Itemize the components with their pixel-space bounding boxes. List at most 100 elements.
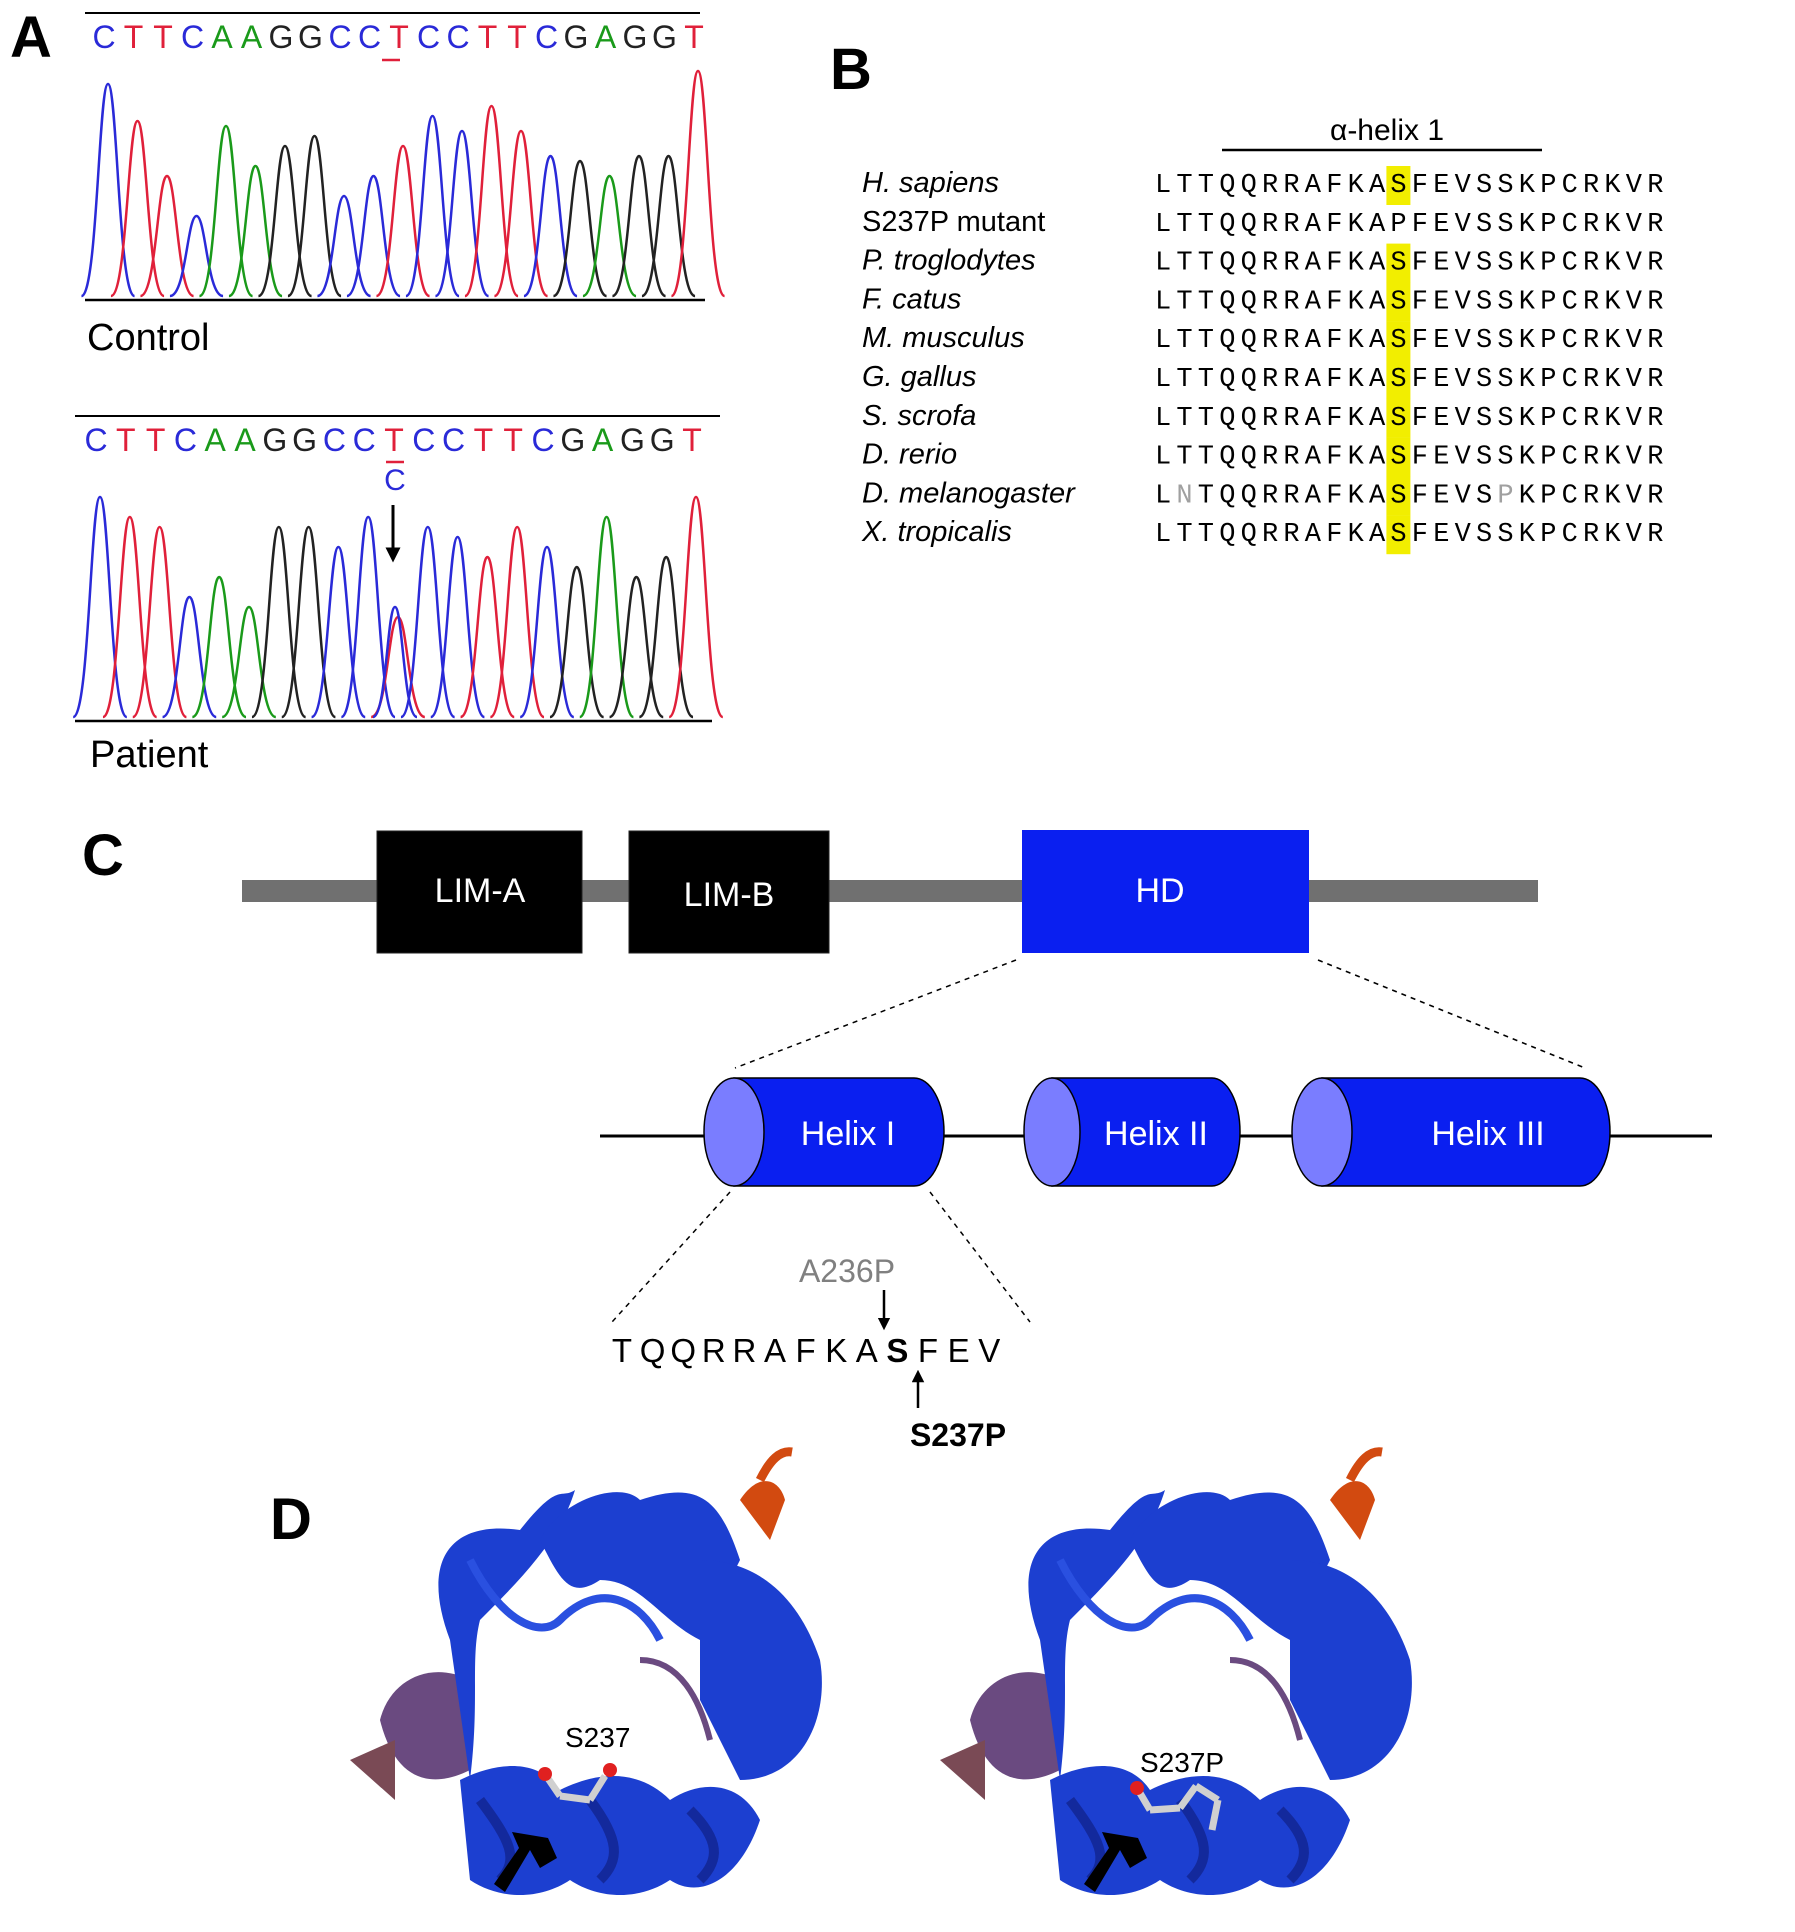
patient-peak-19 <box>638 555 694 719</box>
patient-base-13: T <box>474 422 494 458</box>
control-base-4: A <box>211 19 233 55</box>
control-base-0: C <box>92 19 115 55</box>
patient-base-4: A <box>205 422 227 458</box>
patient-trace <box>71 495 725 719</box>
lim-b-label: LIM-B <box>684 876 775 914</box>
patient-variant-call: C <box>384 464 406 497</box>
helix-1-residue-5: A <box>764 1332 786 1369</box>
wildtype-arrow-icon <box>494 1832 557 1892</box>
lim-a-domain <box>376 830 583 954</box>
control-base-20: T <box>684 19 704 55</box>
species-label-3: F. catus <box>862 283 961 315</box>
conserved-serine-highlight <box>1386 282 1411 322</box>
helix-1-residue-2: Q <box>670 1332 696 1369</box>
patient-label: Patient <box>90 734 209 776</box>
zoom-line-right <box>1317 959 1586 1069</box>
patient-base-14: T <box>503 422 523 458</box>
helix-1-residue-0: T <box>612 1332 632 1369</box>
patient-base-9: C <box>353 422 376 458</box>
species-label-2: P. troglodytes <box>862 245 1036 277</box>
patient-peak-9 <box>340 515 397 719</box>
lim-b-domain <box>628 830 830 954</box>
control-base-14: T <box>507 19 527 55</box>
zoom-line-left <box>734 959 1017 1069</box>
patient-base-16: G <box>560 422 585 458</box>
control-base-11: C <box>417 19 440 55</box>
helix-1-cylinder: Helix I <box>703 1077 945 1187</box>
patient-base-5: A <box>234 422 256 458</box>
control-base-16: G <box>564 19 589 55</box>
patient-peak-13 <box>459 555 515 719</box>
helix-1-residue-4: R <box>732 1332 756 1369</box>
patient-peak-20 <box>667 495 725 719</box>
hd-domain <box>1022 830 1309 953</box>
patient-peak-18 <box>608 575 664 719</box>
control-base-13: T <box>478 19 498 55</box>
patient-peak-3 <box>161 595 217 719</box>
hd-label: HD <box>1135 872 1184 910</box>
patient-peak-5 <box>221 605 277 719</box>
structure-mutant: S237P <box>940 1447 1412 1895</box>
control-label: Control <box>87 317 210 359</box>
species-label-4: M. musculus <box>862 322 1025 354</box>
control-base-1: T <box>124 19 144 55</box>
species-label-1: S237P mutant <box>862 206 1045 238</box>
control-peak-12 <box>434 129 490 298</box>
control-base-7: G <box>298 19 323 55</box>
helix-1-residue-9: S <box>886 1332 908 1369</box>
control-peak-9 <box>346 174 401 298</box>
helix-1-residue-8: A <box>856 1332 878 1369</box>
conserved-serine-highlight <box>1386 166 1411 205</box>
helix-3-label: Helix III <box>1431 1115 1544 1153</box>
control-base-18: G <box>623 19 648 55</box>
control-peak-10 <box>375 144 431 298</box>
lim-a-label: LIM-A <box>435 872 526 910</box>
helix-1-residue-10: F <box>918 1332 938 1369</box>
patient-base-18: G <box>620 422 645 458</box>
helix-1-residue-6: F <box>796 1332 816 1369</box>
control-peak-3 <box>169 214 224 298</box>
conserved-serine-highlight <box>1386 437 1411 477</box>
s237p-structure-label: S237P <box>1140 1747 1224 1778</box>
species-label-5: G. gallus <box>862 361 976 393</box>
species-label-6: S. scrofa <box>862 400 976 432</box>
patient-base-15: C <box>531 422 554 458</box>
mutant-arrow-icon <box>1084 1832 1147 1892</box>
patient-base-19: G <box>650 422 675 458</box>
control-base-6: G <box>269 19 294 55</box>
control-peak-8 <box>316 194 372 298</box>
panel-d-structures: S237 S237P <box>350 1447 1412 1895</box>
panel-label-a: A <box>10 5 52 70</box>
patient-peak-4 <box>191 575 247 719</box>
control-peak-0 <box>80 82 136 298</box>
helix-3-cylinder: Helix III <box>1291 1077 1611 1187</box>
patient-base-12: C <box>442 422 465 458</box>
conserved-serine-highlight <box>1386 243 1411 283</box>
control-base-8: C <box>328 19 351 55</box>
patient-base-17: A <box>592 422 614 458</box>
helix-2-label: Helix II <box>1104 1115 1208 1153</box>
control-base-10: T <box>389 19 409 55</box>
control-base-17: A <box>595 19 617 55</box>
patient-peak-2 <box>131 525 188 719</box>
helix-label: α-helix 1 <box>1330 114 1444 147</box>
control-base-3: C <box>181 19 204 55</box>
patient-variant-peak <box>372 605 418 719</box>
s237p-label: S237P <box>910 1417 1006 1453</box>
control-peak-2 <box>139 174 195 298</box>
control-peak-20 <box>670 69 726 298</box>
patient-peak-8 <box>310 545 367 719</box>
control-peak-19 <box>641 154 696 298</box>
s237-label: S237 <box>565 1722 630 1753</box>
